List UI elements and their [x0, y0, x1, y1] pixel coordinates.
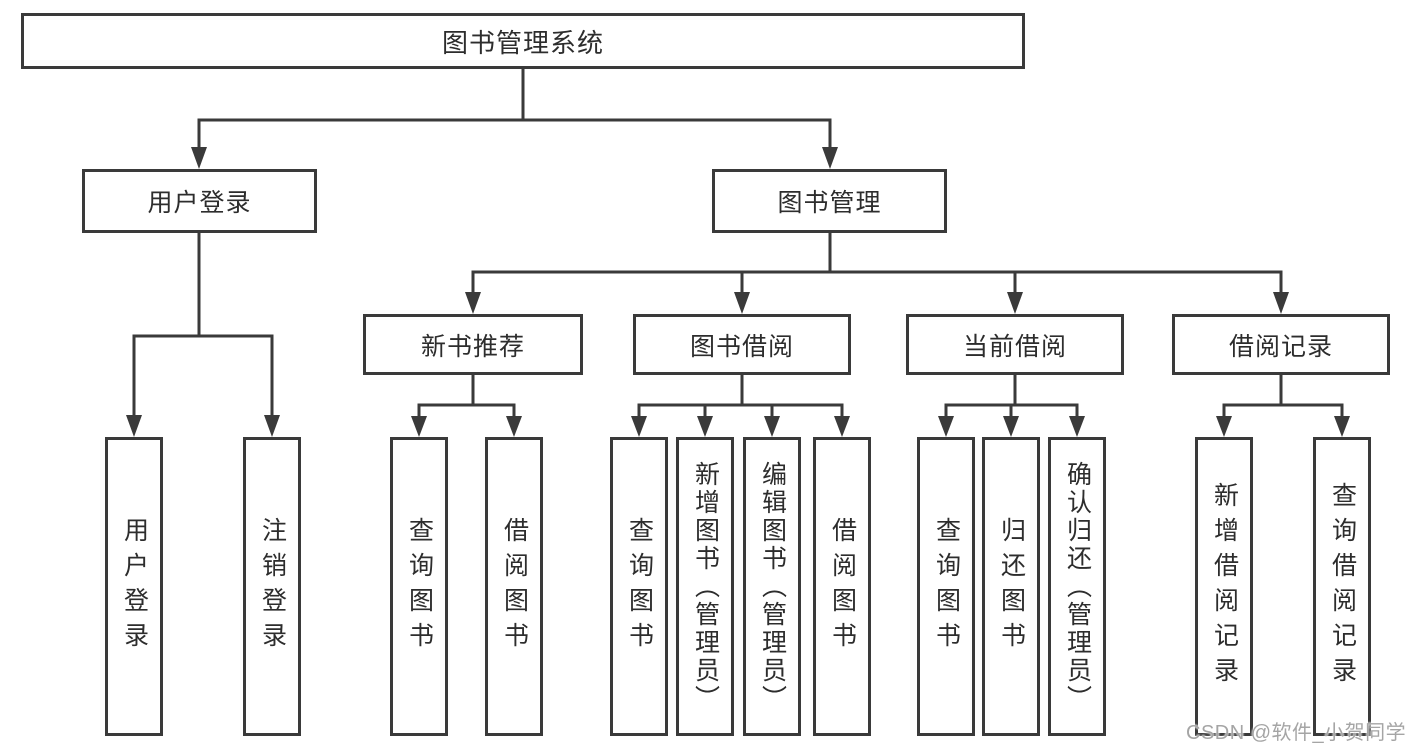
- leaf-borrow-books-recommend-label: 借阅图书: [500, 516, 529, 657]
- leaf-borrow-books-borrow-label: 借阅图书: [828, 516, 857, 657]
- leaf-logout: 注销登录: [243, 437, 301, 736]
- leaf-confirm-return-admin: 确认归还（管理员）: [1048, 437, 1106, 736]
- leaf-borrow-books-recommend: 借阅图书: [485, 437, 543, 736]
- leaf-confirm-return-admin-label: 确认归还（管理员）: [1063, 460, 1092, 713]
- leaf-return-book-label: 归还图书: [997, 516, 1026, 657]
- node-book-management: 图书管理: [712, 169, 947, 233]
- node-book-borrow-label: 图书借阅: [689, 332, 794, 361]
- leaf-return-book: 归还图书: [982, 437, 1040, 736]
- node-user-login-label: 用户登录: [147, 189, 252, 217]
- leaf-add-book-admin: 新增图书（管理员）: [676, 437, 734, 736]
- node-book-management-label: 图书管理: [777, 189, 882, 217]
- leaf-query-books-recommend-label: 查询图书: [405, 516, 434, 657]
- leaf-query-books-current-label: 查询图书: [932, 516, 961, 657]
- connector-user-login: [132, 231, 274, 419]
- leaf-logout-label: 注销登录: [258, 516, 287, 657]
- node-user-login: 用户登录: [82, 169, 317, 233]
- node-root-system-label: 图书管理系统: [441, 27, 604, 58]
- leaf-query-books-recommend: 查询图书: [390, 437, 448, 736]
- leaf-borrow-books-borrow: 借阅图书: [813, 437, 871, 736]
- node-new-book-recommend-label: 新书推荐: [420, 332, 525, 361]
- leaf-user-login-label: 用户登录: [120, 516, 149, 657]
- node-book-borrow: 图书借阅: [633, 314, 851, 375]
- leaf-add-borrow-record: 新增借阅记录: [1195, 437, 1253, 736]
- connector-book-borrow: [637, 373, 844, 420]
- node-current-borrow-label: 当前借阅: [962, 332, 1067, 361]
- leaf-user-login: 用户登录: [105, 437, 163, 736]
- node-root-system: 图书管理系统: [21, 13, 1025, 69]
- connector-current-borrow: [944, 373, 1079, 420]
- connector-book-management: [471, 231, 1283, 296]
- leaf-edit-book-admin-label: 编辑图书（管理员）: [758, 460, 787, 713]
- connector-new-book-recommend: [417, 373, 516, 420]
- node-borrow-records-label: 借阅记录: [1228, 332, 1333, 361]
- node-current-borrow: 当前借阅: [906, 314, 1124, 375]
- leaf-query-borrow-record: 查询借阅记录: [1313, 437, 1371, 736]
- node-borrow-records: 借阅记录: [1172, 314, 1390, 375]
- watermark-text: CSDN @软件_小贺同学: [1186, 722, 1405, 744]
- leaf-add-book-admin-label: 新增图书（管理员）: [691, 460, 720, 713]
- leaf-add-borrow-record-label: 新增借阅记录: [1210, 481, 1239, 692]
- leaf-query-books-current: 查询图书: [917, 437, 975, 736]
- leaf-query-books-borrow-label: 查询图书: [625, 516, 654, 657]
- connector-root: [197, 66, 832, 151]
- leaf-query-borrow-record-label: 查询借阅记录: [1328, 481, 1357, 692]
- node-new-book-recommend: 新书推荐: [363, 314, 583, 375]
- leaf-query-books-borrow: 查询图书: [610, 437, 668, 736]
- leaf-edit-book-admin: 编辑图书（管理员）: [743, 437, 801, 736]
- arrowhead-icons: [126, 147, 1350, 437]
- connector-borrow-records: [1222, 373, 1344, 420]
